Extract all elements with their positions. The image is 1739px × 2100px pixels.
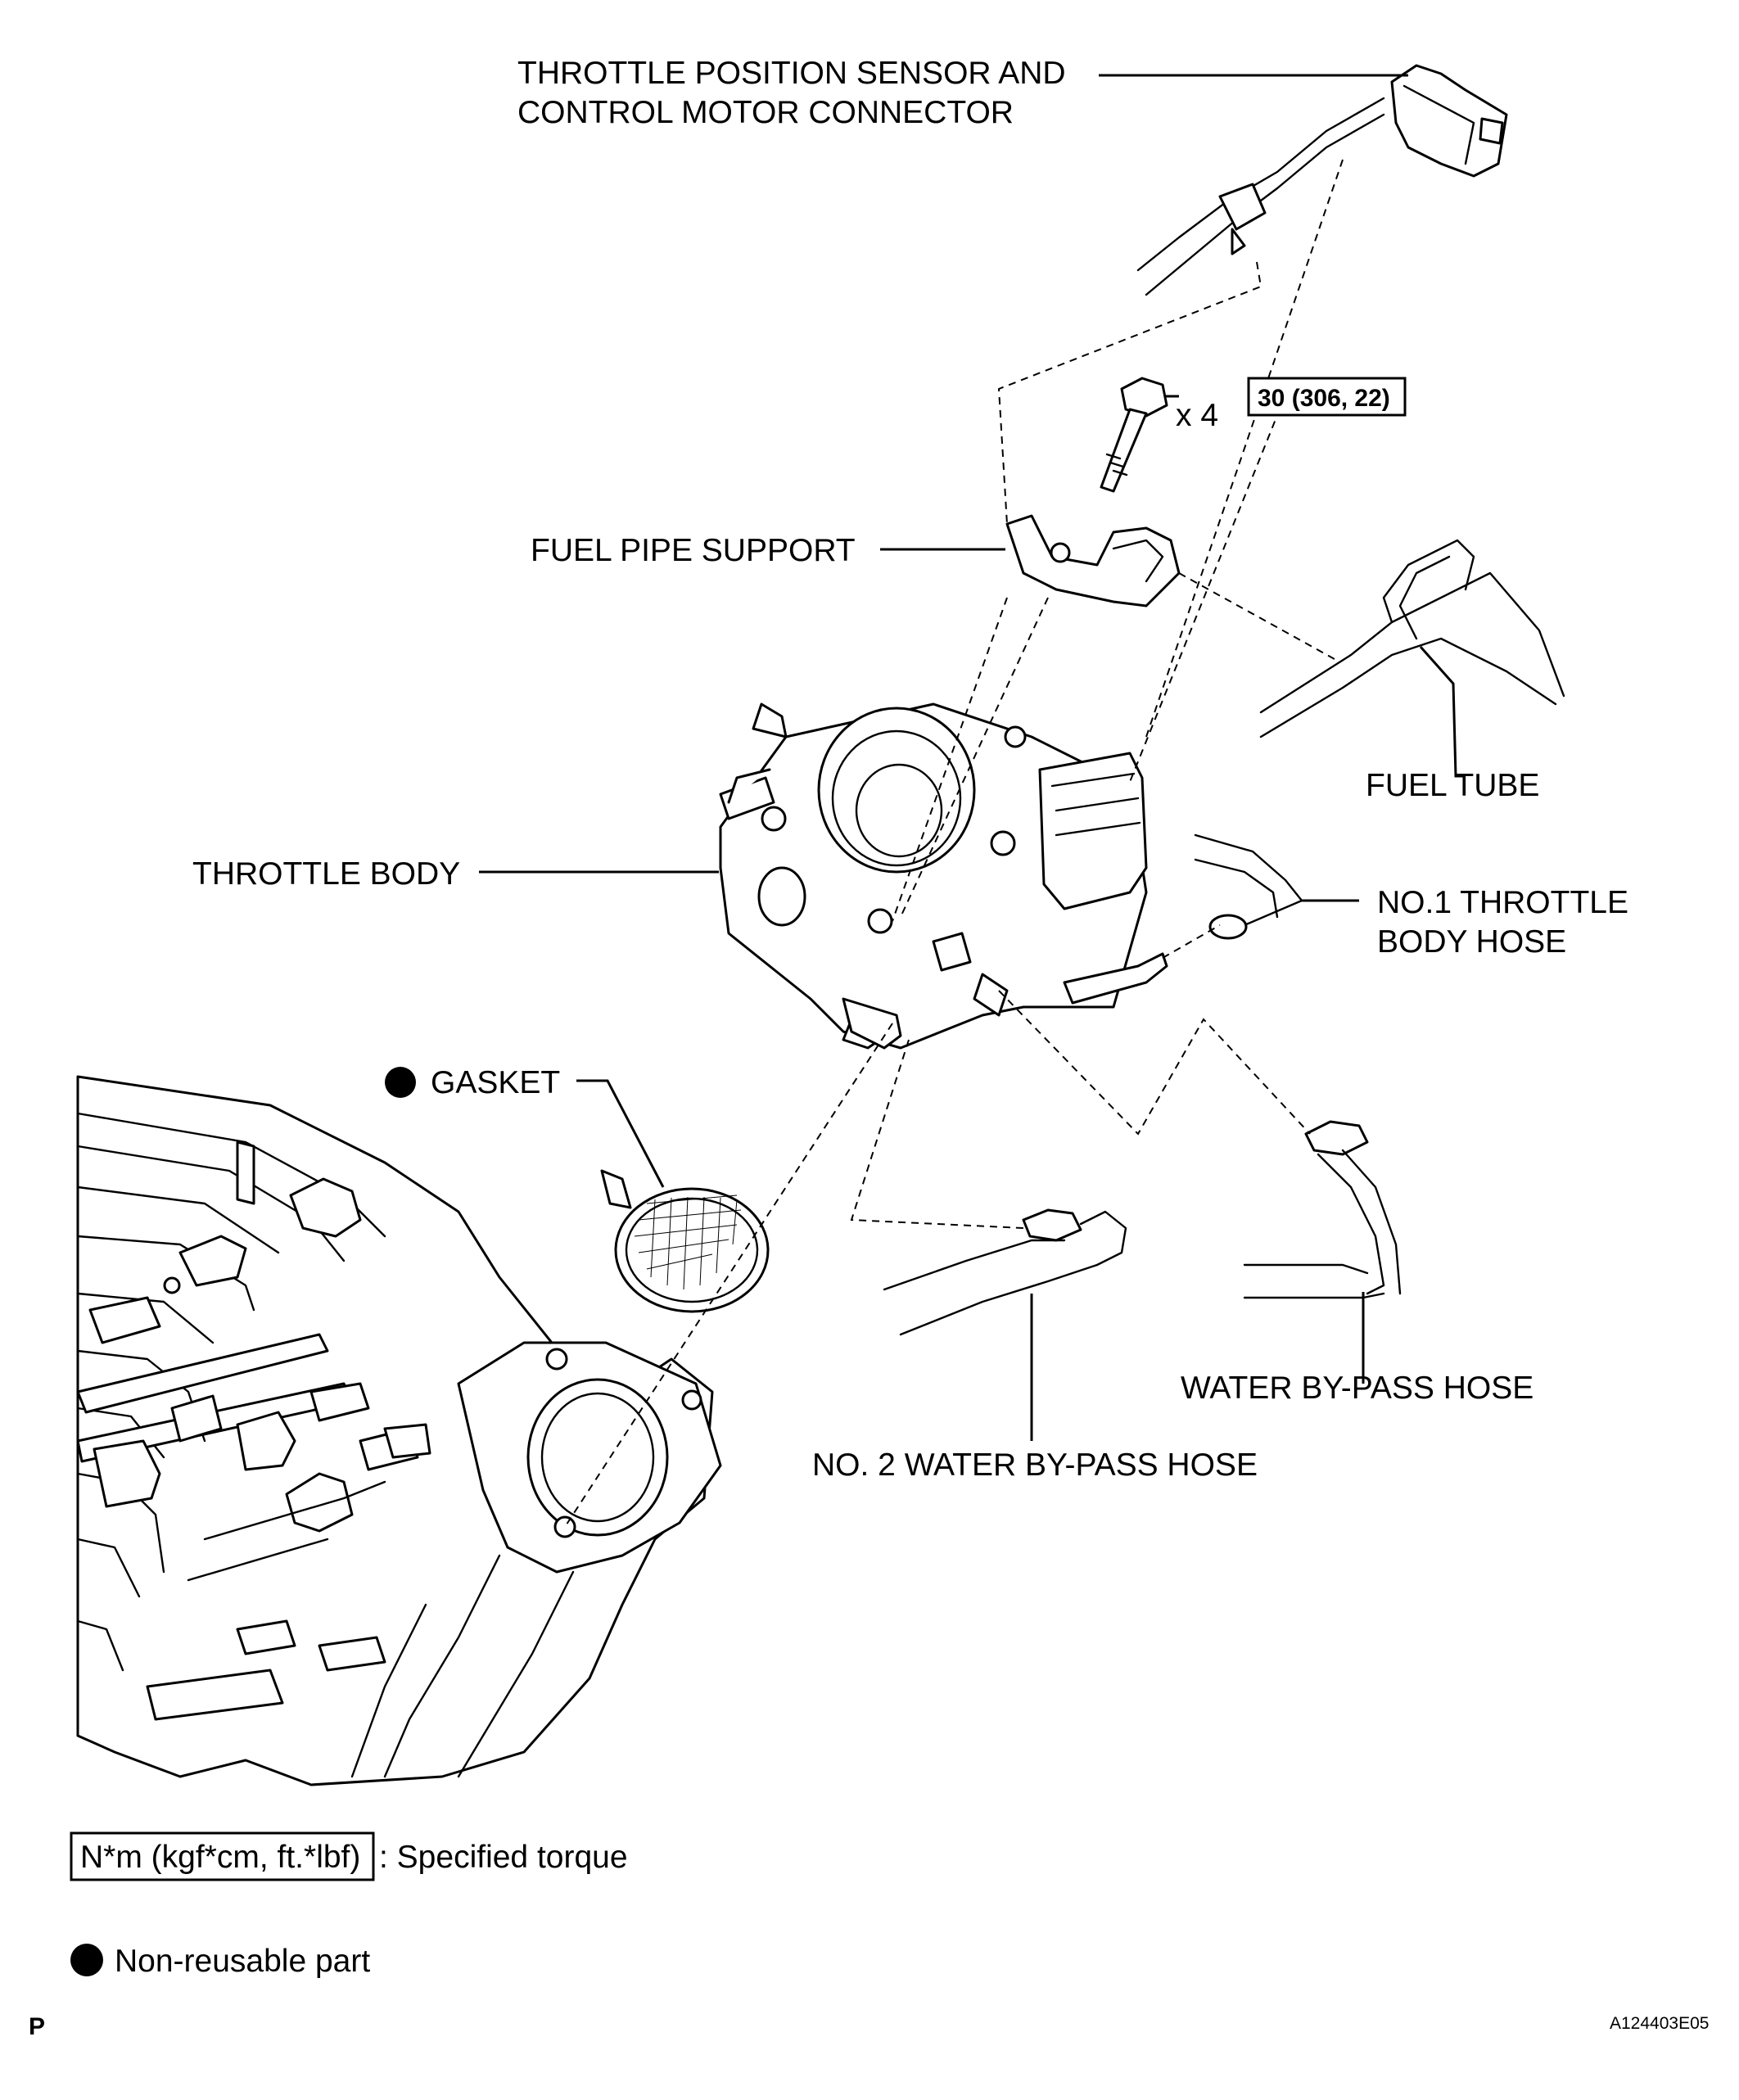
fuel-pipe-support-label: FUEL PIPE SUPPORT <box>531 533 856 568</box>
intake-manifold-drawing <box>76 1075 722 1786</box>
legend-torque-desc: : Specified torque <box>379 1840 628 1875</box>
tps-connector-label-2: CONTROL MOTOR CONNECTOR <box>517 95 1014 130</box>
no1-throttle-body-hose-label-2: BODY HOSE <box>1377 924 1566 960</box>
no2-water-bypass-hose-label: NO. 2 WATER BY-PASS HOSE <box>812 1447 1258 1483</box>
footer-left-code: P <box>29 2013 45 2040</box>
tps-connector-label: THROTTLE POSITION SENSOR AND <box>517 56 1066 91</box>
no1-throttle-body-hose-drawing <box>1194 833 1303 940</box>
gasket-drawing <box>600 1169 770 1313</box>
throttle-body-drawing <box>719 702 1168 1050</box>
fuel-tube-label: FUEL TUBE <box>1366 768 1539 803</box>
throttle-body-label: THROTTLE BODY <box>192 856 460 892</box>
torque-spec-value: 30 (306, 22) <box>1258 385 1390 412</box>
figure-id: A124403E05 <box>1610 2014 1709 2033</box>
legend-torque-unit: N*m (kgf*cm, ft.*lbf) <box>80 1840 360 1875</box>
no2-water-bypass-hose-drawing <box>883 1208 1127 1336</box>
gasket-label: GASKET <box>431 1065 560 1100</box>
legend-non-reusable-text: Non-reusable part <box>115 1944 370 1979</box>
legend-non-reusable-icon <box>70 1944 103 1976</box>
assembly-lines <box>564 159 1344 1528</box>
bolt-count-label: x 4 <box>1176 398 1218 433</box>
water-bypass-hose-label: WATER BY-PASS HOSE <box>1181 1371 1533 1406</box>
water-bypass-hose-drawing <box>1243 1120 1402 1299</box>
non-reusable-marker-icon <box>385 1067 416 1098</box>
bolt-drawing <box>1100 377 1168 493</box>
fuel-tube-drawing <box>1259 539 1565 738</box>
tps-connector-drawing <box>1136 64 1508 296</box>
no1-throttle-body-hose-label: NO.1 THROTTLE <box>1377 885 1628 920</box>
legend-torque-box <box>70 1831 375 1881</box>
leader-lines <box>479 74 1466 1441</box>
torque-spec-box <box>1247 377 1407 417</box>
legend: N*m (kgf*cm, ft.*lbf) : Specified torque… <box>70 1831 628 1979</box>
fuel-pipe-support-drawing <box>1005 514 1181 607</box>
